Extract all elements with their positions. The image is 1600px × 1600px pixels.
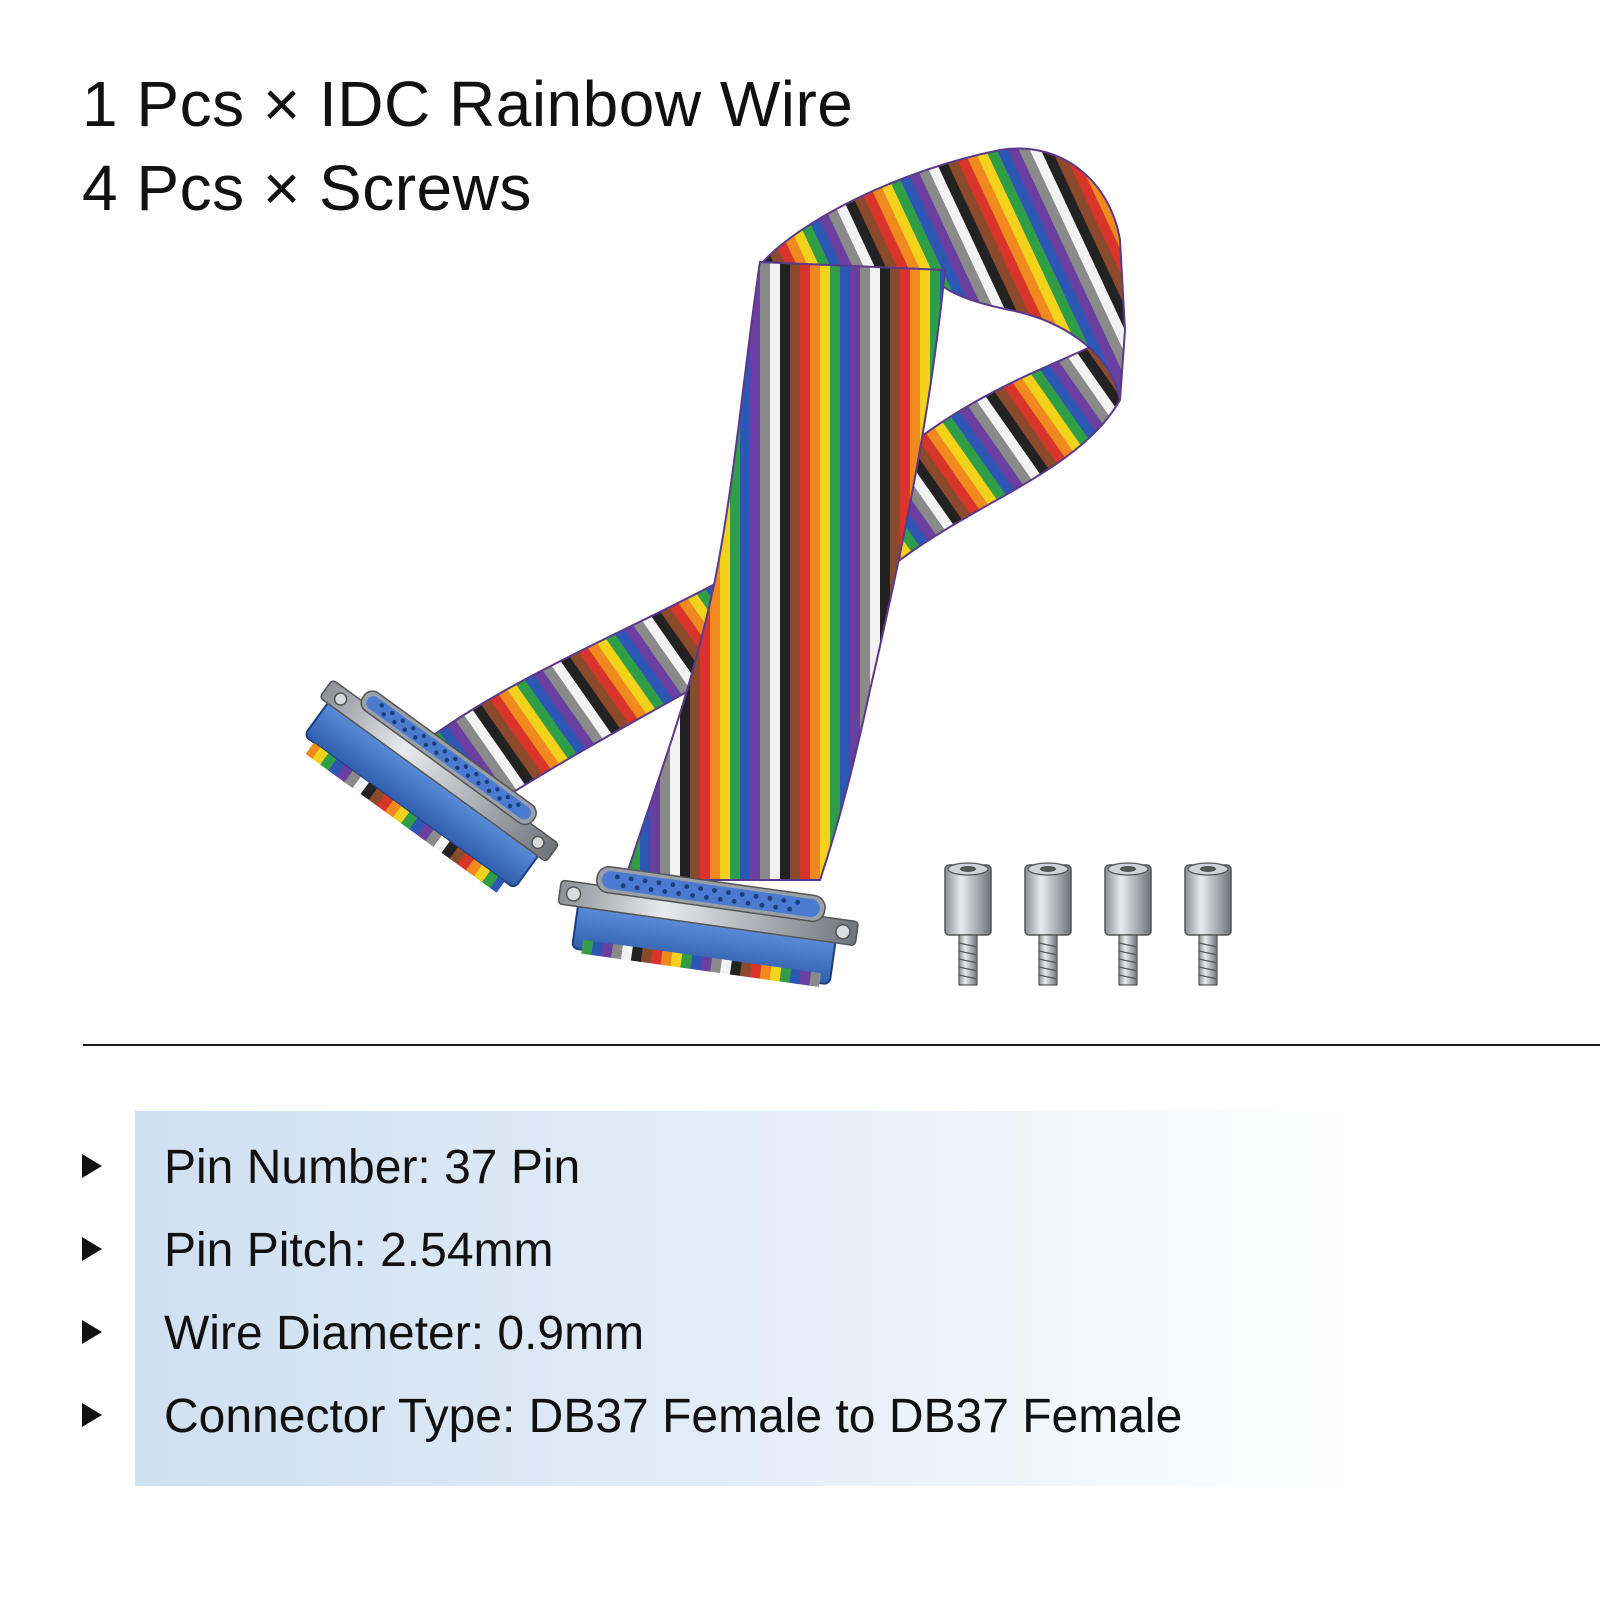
screw-standoff-icon (1024, 862, 1072, 986)
bullet-triangle-icon (82, 1320, 102, 1344)
spec-text: Pin Number: 37 Pin (164, 1141, 581, 1194)
spec-item-wire-diameter: Wire Diameter: 0.9mm (80, 1306, 644, 1389)
section-divider (83, 1044, 1600, 1046)
spec-item-pin-pitch: Pin Pitch: 2.54mm (80, 1223, 553, 1306)
bullet-triangle-icon (82, 1154, 102, 1178)
spec-text: Pin Pitch: 2.54mm (164, 1224, 554, 1277)
spec-item-pin-number: Pin Number: 37 Pin (80, 1140, 580, 1223)
ribbon-cable-front (623, 260, 947, 881)
spec-panel-background (135, 1111, 1355, 1486)
title-line-screws: 4 Pcs × Screws (82, 152, 532, 224)
bullet-triangle-icon (82, 1237, 102, 1261)
spec-text: Connector Type: DB37 Female to DB37 Fema… (164, 1390, 1183, 1443)
screw-standoff-icon (944, 862, 992, 986)
screw-standoff-icon (1184, 862, 1232, 986)
spec-list: Pin Number: 37 Pin Pin Pitch: 2.54mm Wir… (80, 1140, 1182, 1472)
screw-standoff-icon (1104, 862, 1152, 986)
spec-item-connector-type: Connector Type: DB37 Female to DB37 Fema… (80, 1389, 1182, 1472)
title-line-wire: 1 Pcs × IDC Rainbow Wire (82, 68, 854, 140)
bullet-triangle-icon (82, 1403, 102, 1427)
spec-text: Wire Diameter: 0.9mm (164, 1307, 645, 1360)
product-image (305, 147, 1232, 987)
product-title-block: 1 Pcs × IDC Rainbow Wire 4 Pcs × Screws (82, 62, 853, 230)
db37-connector-left (305, 680, 559, 893)
db37-connector-right (557, 865, 859, 987)
